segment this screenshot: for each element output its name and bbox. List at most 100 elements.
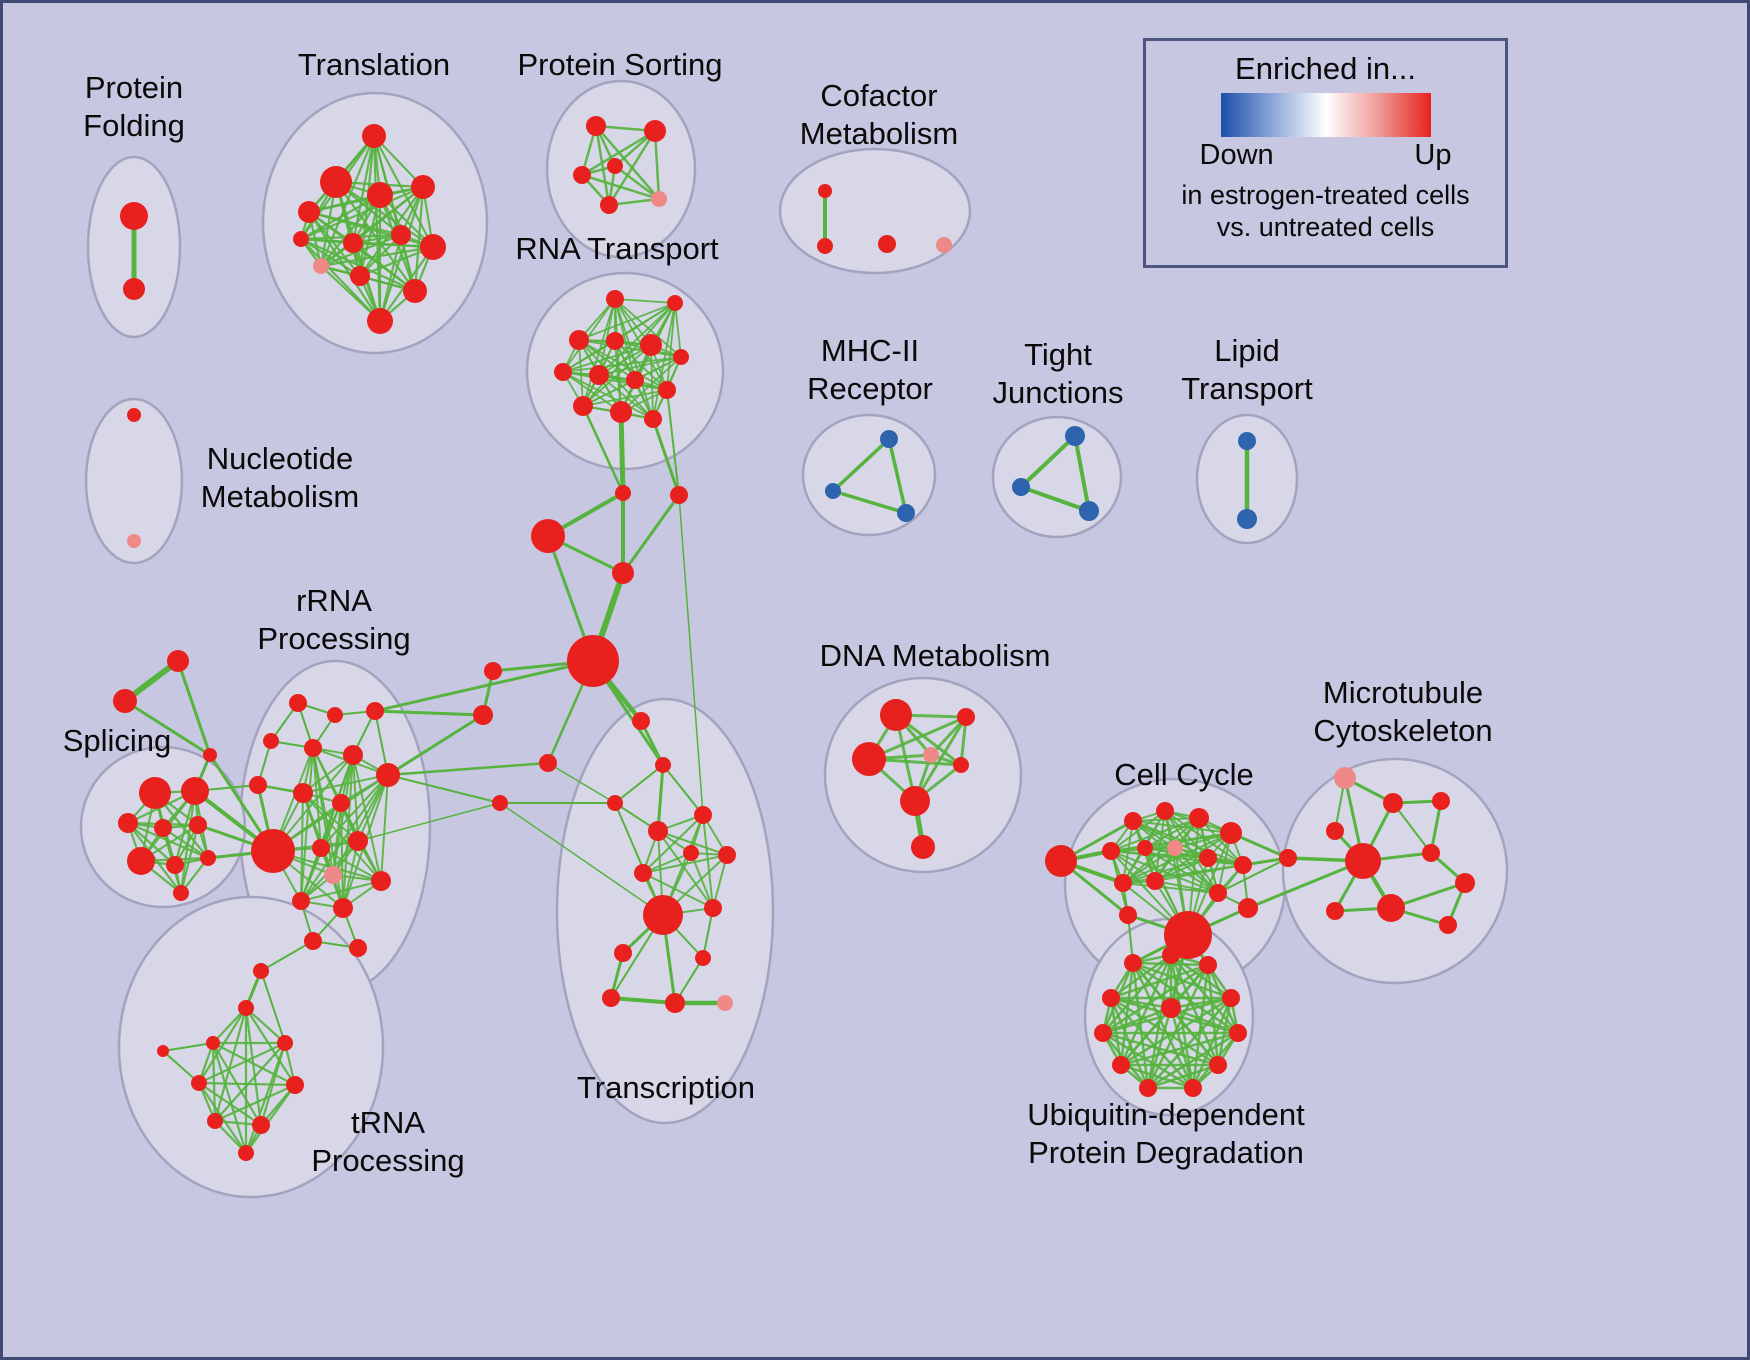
network-node-mh3: [897, 504, 915, 522]
network-node-cn3: [531, 519, 565, 553]
network-edge: [244, 1083, 297, 1155]
network-edge: [1119, 1031, 1240, 1067]
network-edge: [1122, 857, 1209, 884]
network-node-tp1: [238, 1000, 254, 1016]
network-edge: [642, 854, 728, 874]
network-node-tx2: [655, 757, 671, 773]
network-node-rt7: [554, 363, 572, 381]
network-node-rr14: [324, 866, 342, 884]
network-edge: [618, 409, 626, 496]
network-edge: [378, 185, 425, 323]
network-edge: [413, 185, 425, 293]
network-edge: [1392, 802, 1432, 854]
network-edge: [1146, 1063, 1220, 1090]
network-edge: [656, 763, 665, 833]
network-node-tl7: [343, 233, 363, 253]
cluster-label-splicing: Splicing: [63, 723, 172, 758]
network-edge: [1191, 963, 1210, 1090]
legend-caption-line2: vs. untreated cells: [1216, 212, 1435, 242]
network-node-rr4: [263, 733, 279, 749]
network-node-cn1: [670, 486, 688, 504]
network-node-ub3: [1199, 956, 1217, 974]
network-node-rt11: [573, 396, 593, 416]
network-node-rr3: [366, 702, 384, 720]
network-node-rr13: [348, 831, 368, 851]
network-node-tl9: [420, 234, 446, 260]
network-edge: [307, 210, 362, 278]
network-node-tx15: [717, 995, 733, 1011]
network-node-ub9: [1112, 1056, 1130, 1074]
cluster-ellipse-microtubule-cytoskeleton: [1281, 757, 1509, 985]
network-edge: [162, 1042, 214, 1052]
legend-title: Enriched in...: [1235, 51, 1416, 86]
network-node-mc8: [1455, 873, 1475, 893]
network-node-cn2: [615, 485, 631, 501]
network-edge: [594, 124, 611, 207]
network-node-rr6: [343, 745, 363, 765]
network-node-sp1: [139, 777, 171, 809]
network-edge: [651, 417, 681, 497]
network-node-ps2: [644, 120, 666, 142]
network-node-mc5: [1279, 849, 1297, 867]
network-edge: [320, 847, 382, 882]
network-node-ps6: [600, 196, 618, 214]
network-edge: [594, 124, 661, 201]
network-edge: [332, 754, 354, 876]
network-edge: [358, 185, 425, 278]
network-node-ub4: [1102, 989, 1120, 1007]
network-nodes: [113, 116, 1475, 1161]
network-edge: [342, 840, 359, 909]
network-edge: [547, 762, 616, 804]
network-edge: [351, 241, 435, 249]
network-edge: [650, 344, 654, 420]
network-edge: [1119, 1063, 1195, 1090]
network-edge: [1174, 847, 1219, 894]
network-edge: [1110, 810, 1166, 852]
cluster-label-translation: Translation: [298, 47, 450, 82]
network-edge: [213, 1006, 248, 1123]
network-edge: [380, 774, 389, 882]
network-edge: [582, 344, 652, 407]
network-edge: [614, 764, 664, 804]
cluster-ellipse-nucleotide-metabolism: [84, 397, 184, 565]
network-node-cc16: [1164, 911, 1212, 959]
network-node-cc12: [1146, 872, 1164, 890]
network-node-dm5: [953, 757, 969, 773]
network-node-tx1: [632, 712, 650, 730]
network-edge: [1217, 857, 1289, 894]
network-edge: [244, 1006, 287, 1045]
network-node-ub2: [1162, 946, 1180, 964]
network-edge: [614, 340, 622, 413]
network-node-cc8: [1167, 840, 1183, 856]
network-node-cc10: [1234, 856, 1252, 874]
network-node-cc13: [1209, 884, 1227, 902]
network-edge: [621, 493, 681, 575]
network-edge: [1144, 832, 1232, 849]
network-node-dm3: [852, 742, 886, 776]
network-edge: [302, 774, 389, 794]
network-node-cc4: [1189, 808, 1209, 828]
network-node-rt6: [673, 349, 689, 365]
network-edge: [1198, 817, 1244, 866]
network-node-sp5: [189, 816, 207, 834]
network-edge: [831, 437, 891, 493]
network-edge: [387, 774, 501, 804]
network-edge: [674, 302, 682, 358]
network-edge: [1144, 817, 1200, 849]
network-node-rr15: [371, 871, 391, 891]
network-node-tx7: [718, 846, 736, 864]
network-node-tl6: [293, 231, 309, 247]
network-node-cn7: [492, 795, 508, 811]
network-node-tx8: [634, 864, 652, 882]
network-edge: [562, 371, 622, 413]
network-node-tx4: [648, 821, 668, 841]
network-edge: [1101, 1031, 1220, 1067]
network-edge: [1109, 996, 1195, 1090]
network-edge: [300, 880, 382, 902]
network-edge: [162, 1050, 200, 1084]
network-node-rr12: [312, 839, 330, 857]
network-edge: [578, 302, 676, 341]
